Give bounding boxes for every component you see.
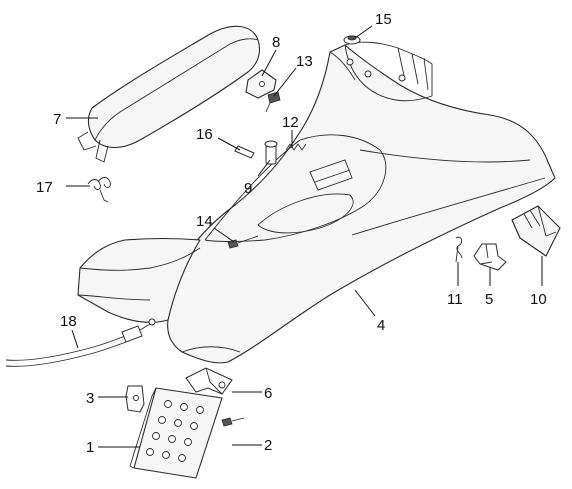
part-11-spring	[455, 236, 463, 263]
callout-17: 17	[36, 179, 53, 196]
callout-8: 8	[272, 34, 280, 51]
leader-lines	[66, 25, 543, 448]
callout-11: 11	[447, 291, 463, 308]
part-12-spring	[285, 143, 307, 151]
side-flap	[77, 237, 201, 323]
callout-7: 7	[53, 111, 61, 128]
part-9-bushing	[264, 140, 278, 165]
part-5-latch	[473, 243, 507, 271]
part-15-grommet	[343, 35, 361, 45]
callout-4: 4	[377, 317, 385, 334]
part-4-center-tunnel	[167, 41, 556, 364]
callout-5: 5	[485, 291, 493, 308]
part-3-clip	[125, 385, 145, 413]
part-16-pin	[234, 145, 255, 159]
callout-labels: 1 2 3 4 5 6 7 8 9 10 11 12 13 14 15 16 1…	[36, 11, 547, 456]
callout-18: 18	[60, 313, 77, 330]
part-7-armrest-pad	[77, 25, 261, 163]
callout-10: 10	[530, 291, 547, 308]
part-6-bracket	[185, 367, 233, 395]
callout-13: 13	[296, 53, 313, 70]
callout-9: 9	[244, 180, 252, 197]
part-18-cable	[5, 318, 156, 367]
part-2-screw	[221, 417, 245, 427]
callout-15: 15	[375, 11, 392, 28]
callout-14: 14	[196, 213, 213, 230]
part-17-spring	[87, 177, 111, 203]
callout-3: 3	[86, 390, 94, 407]
callout-2: 2	[264, 437, 272, 454]
part-8-clip	[245, 69, 277, 99]
part-1-grille-plate	[129, 387, 223, 479]
callout-1: 1	[86, 439, 94, 456]
callout-16: 16	[196, 126, 213, 143]
callout-6: 6	[264, 385, 272, 402]
callout-12: 12	[282, 114, 299, 131]
part-13-screw	[265, 91, 281, 113]
part-14-screw	[227, 235, 259, 249]
part-10-wedge-bracket	[511, 205, 561, 257]
